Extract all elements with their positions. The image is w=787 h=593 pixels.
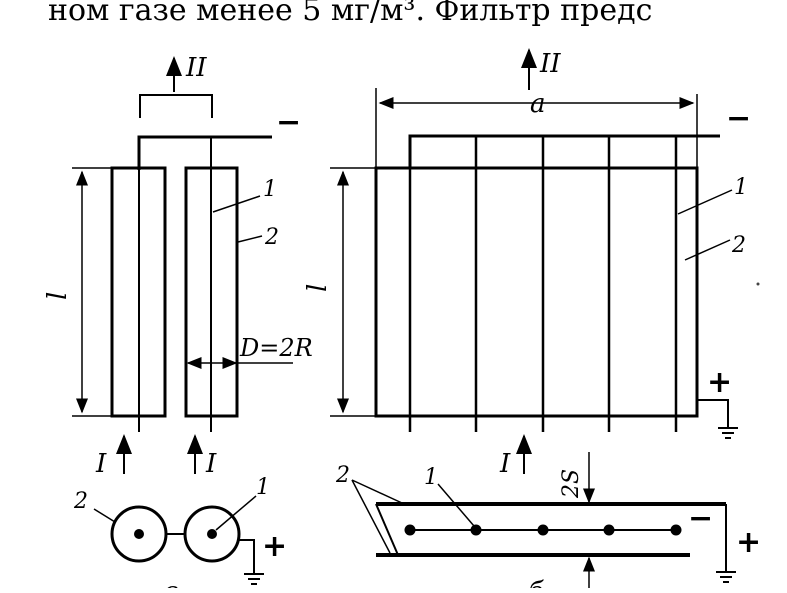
plate-cross-section: − + 2S 2 1 б (335, 452, 761, 593)
label-1-left: 1 (263, 177, 277, 202)
wire-dot-right (207, 529, 217, 539)
hv-bus-right (408, 134, 720, 168)
label-2-plate: 2 (335, 463, 350, 488)
wire-dot-left (134, 529, 144, 539)
label-2-right: 2 (731, 233, 746, 258)
left-tube-diagram: II − l 1 2 D=2R I I (43, 53, 313, 479)
leader-2-left (237, 235, 263, 243)
leader-2-plate-b (351, 479, 391, 554)
outlet-label-right: II (539, 49, 561, 79)
plate-electrode-frame (374, 166, 699, 418)
inlet-label-left-b: I (205, 449, 217, 479)
inlet-label-right: I (499, 449, 511, 479)
tube-cross-section: + 2 1 в (73, 475, 287, 593)
outlet-bracket (139, 94, 213, 118)
leader-1-right (677, 189, 733, 215)
width-label: a (530, 89, 546, 119)
leader-1-plate (437, 483, 475, 527)
leader-2-plate-a (351, 479, 403, 504)
right-plate-diagram: II a − l 1 2 + I (303, 48, 751, 479)
plus-sign-section: + (262, 529, 287, 564)
ground-wire-section (239, 539, 255, 574)
minus-sign-right: − (726, 101, 751, 136)
leader-2-right (684, 239, 731, 261)
minus-sign-section: − (688, 501, 713, 536)
spacing-label: 2S (559, 469, 584, 499)
plus-sign-plate-section: + (736, 525, 761, 560)
speck (756, 282, 760, 286)
wire-dot-5 (670, 524, 682, 536)
diameter-label: D=2R (239, 334, 313, 362)
leader-1-section (215, 495, 257, 531)
label-1-plate: 1 (424, 465, 438, 490)
leader-2-section (93, 508, 116, 523)
ground-wire-right (697, 399, 729, 428)
plate-section-slant (375, 503, 399, 556)
outlet-label: II (185, 53, 207, 83)
header-text: ном газе менее 5 мг/м³. Фильтр предс (48, 0, 652, 28)
wire-dot-2 (470, 524, 482, 536)
label-2-left: 2 (264, 225, 279, 250)
label-1-right: 1 (734, 175, 748, 200)
plus-sign-right: + (707, 365, 732, 400)
wire-dot-1 (404, 524, 416, 536)
inlet-label-left-a: I (95, 449, 107, 479)
sub-label-right: б (528, 577, 544, 588)
length-label-right: l (303, 284, 333, 292)
leader-1-left (212, 195, 261, 213)
wire-dot-3 (537, 524, 549, 536)
wire-dot-4 (603, 524, 615, 536)
hv-bus-left (137, 135, 272, 170)
length-label-left: l (43, 292, 73, 300)
label-2-section: 2 (73, 489, 88, 514)
sub-label-left: в (164, 577, 179, 588)
label-1-section: 1 (256, 475, 270, 500)
minus-sign-left: − (276, 105, 301, 140)
